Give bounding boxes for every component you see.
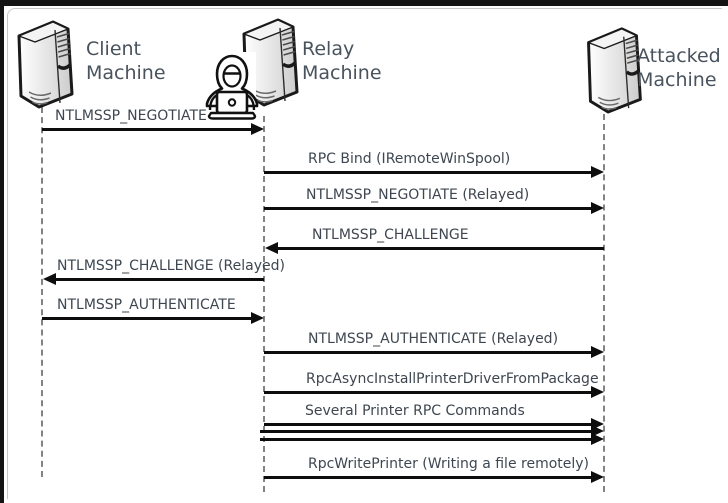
message-arrow-ntlmssp-negotiate: [42, 123, 264, 135]
slide-border: [7, 8, 722, 499]
machine-label-client: Client Machine: [86, 38, 166, 84]
lifeline-relay: [263, 116, 265, 492]
message-arrow-challenge-relayed: [43, 273, 264, 285]
machine-label-attacked: Attacked Machine: [637, 45, 721, 91]
message-label-ntlmssp-negotiate: NTLMSSP_NEGOTIATE: [55, 108, 207, 124]
server-icon-client: [7, 17, 79, 109]
message-arrow-printer-rpc-1: [264, 418, 604, 430]
lifeline-attacked: [603, 114, 605, 492]
message-label-rpc-write-printer: RpcWritePrinter (Writing a file remotely…: [308, 456, 590, 472]
message-label-negotiate-relayed: NTLMSSP_NEGOTIATE (Relayed): [306, 187, 530, 203]
machine-label-relay: Relay Machine: [302, 38, 382, 84]
message-arrow-authenticate: [42, 312, 264, 324]
message-arrow-rpc-bind: [264, 166, 604, 178]
message-label-printer-rpc-commands: Several Printer RPC Commands: [305, 403, 525, 419]
lifeline-client: [41, 107, 43, 477]
message-arrow-negotiate-relayed: [264, 202, 604, 214]
message-label-rpc-bind: RPC Bind (IRemoteWinSpool): [308, 151, 511, 167]
window-top-border: [0, 0, 728, 6]
message-arrow-printer-rpc-2: [260, 425, 604, 437]
message-arrow-printer-rpc-3: [260, 433, 604, 445]
message-label-authenticate-relayed: NTLMSSP_AUTHENTICATE (Relayed): [308, 331, 559, 347]
window-left-border: [0, 0, 4, 503]
message-label-authenticate: NTLMSSP_AUTHENTICATE: [57, 297, 236, 313]
message-label-challenge-relayed: NTLMSSP_CHALLENGE (Relayed): [57, 258, 285, 274]
message-label-challenge: NTLMSSP_CHALLENGE: [312, 227, 469, 243]
message-label-install-printer-driver: RpcAsyncInstallPrinterDriverFromPackage: [306, 371, 599, 387]
message-arrow-challenge: [265, 242, 604, 254]
message-arrow-authenticate-relayed: [264, 346, 604, 358]
message-arrow-install-printer-driver: [264, 386, 604, 398]
message-arrow-rpc-write-printer: [264, 471, 604, 483]
